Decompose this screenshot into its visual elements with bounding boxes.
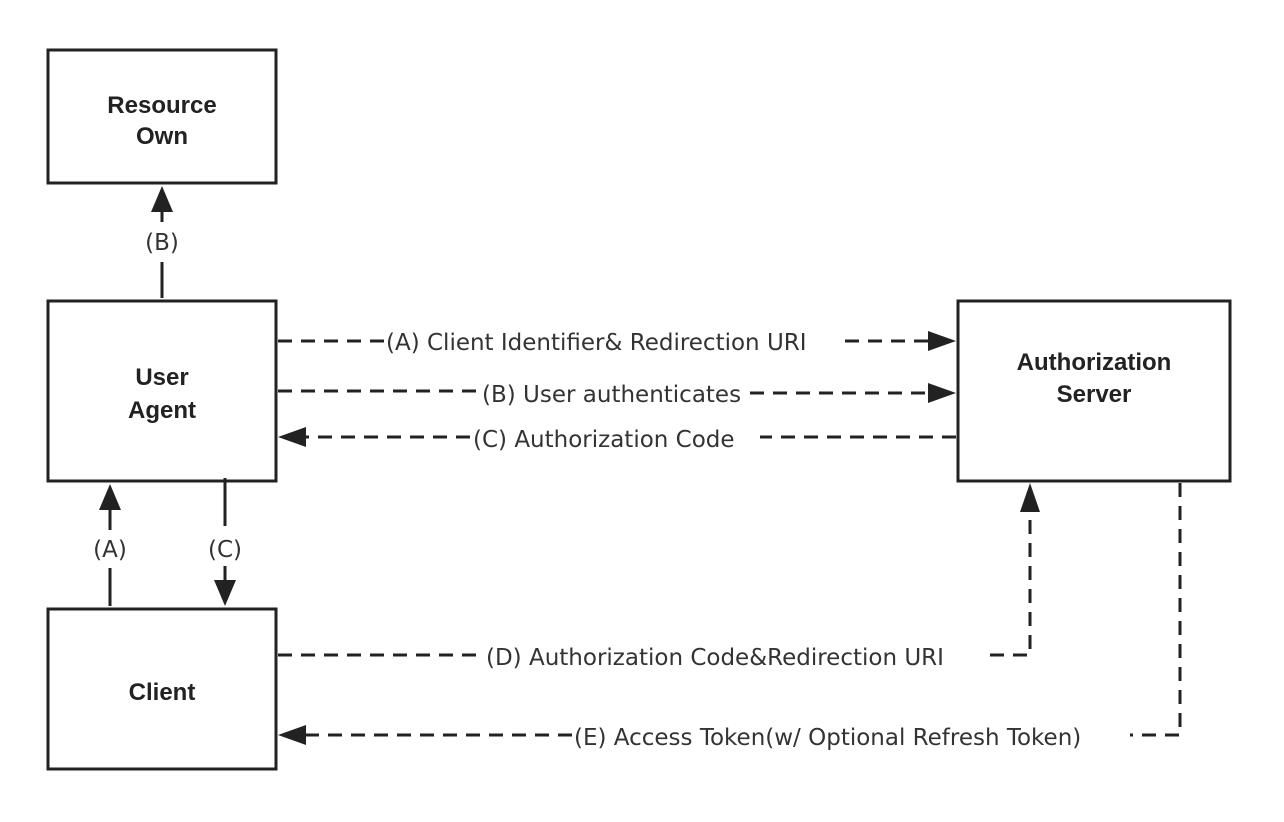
edge-label-agent-to-client: (C) bbox=[208, 537, 242, 563]
edge-server-to-client-e bbox=[278, 483, 1182, 745]
arrowhead-left bbox=[278, 427, 306, 447]
authorization-server-box bbox=[956, 299, 1232, 483]
edge-label-client-to-server-d: (D) Authorization Code&Redirection URI bbox=[486, 645, 944, 671]
edge-client-to-server-d bbox=[278, 483, 1040, 657]
arrowhead-up bbox=[99, 484, 121, 510]
arrowhead-right bbox=[928, 331, 956, 351]
edge-agent-to-client bbox=[214, 478, 236, 606]
user-agent-box bbox=[46, 299, 278, 483]
edge-label-agent-to-server-b: (B) User authenticates bbox=[482, 382, 741, 408]
arrowhead-down bbox=[214, 580, 236, 606]
user-agent-label-line2: Agent bbox=[128, 397, 196, 424]
edge-server-to-agent-c bbox=[278, 427, 956, 447]
arrowhead-up bbox=[1020, 483, 1040, 512]
edge-client-to-agent bbox=[99, 484, 121, 606]
edge-label-server-to-agent-c: (C) Authorization Code bbox=[473, 427, 735, 453]
resource-owner-label-line2: Own bbox=[136, 123, 188, 150]
client-box bbox=[46, 607, 278, 771]
arrowhead-up bbox=[151, 186, 173, 212]
user-agent-label-line1: User bbox=[135, 364, 188, 391]
edge-agent-to-server-a bbox=[278, 331, 956, 351]
edge-agent-to-owner bbox=[151, 186, 173, 298]
edge-label-client-to-agent: (A) bbox=[93, 537, 127, 563]
edge-label-server-to-client-e: (E) Access Token(w/ Optional Refresh Tok… bbox=[574, 725, 1081, 751]
authorization-server-label-line1: Authorization bbox=[1017, 349, 1172, 376]
resource-owner-label-line1: Resource bbox=[107, 92, 216, 119]
arrowhead-right bbox=[928, 383, 956, 403]
client-label: Client bbox=[129, 679, 196, 706]
authorization-server-label-line2: Server bbox=[1057, 381, 1132, 408]
arrowhead-left bbox=[278, 725, 306, 745]
edge-label-agent-to-server-a: (A) Client Identifier& Redirection URI bbox=[386, 330, 807, 356]
edge-agent-to-server-b bbox=[278, 383, 956, 403]
resource-owner-box bbox=[46, 48, 278, 185]
edge-label-agent-to-owner: (B) bbox=[145, 230, 179, 256]
